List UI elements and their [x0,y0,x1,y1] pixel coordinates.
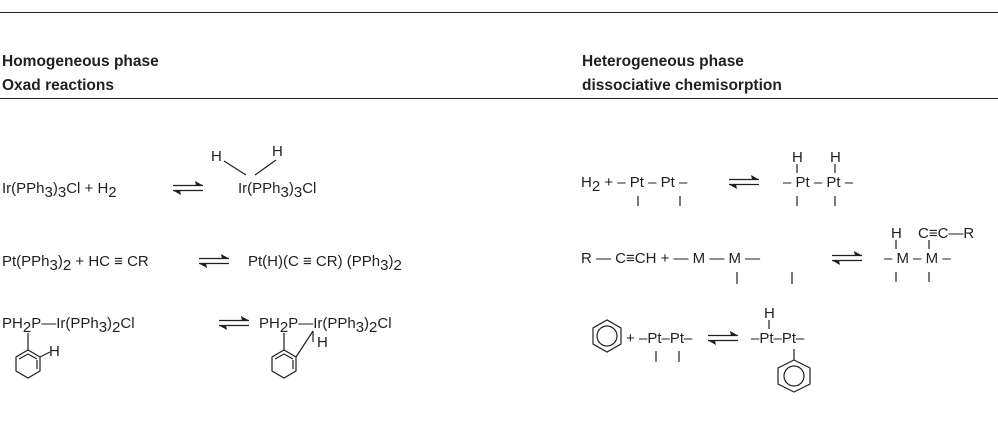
rr3-equilibrium-arrow [707,330,739,346]
r2-reactant: Pt(PPh3)2 + HC ≡ CR [2,253,149,274]
left-reaction-3: PH2P—Ir(PPh3)2Cl H PH2P—Ir(PPh3)2Cl H [2,315,392,379]
rr2-h: H [891,225,902,242]
r2-equilibrium-arrow [198,253,230,269]
r1-h-right: H [272,143,283,160]
rr2-alkyne: C≡C—R [918,225,974,242]
rr1-product: – Pt – Pt – [783,174,854,191]
r3-reactant: PH2P—Ir(PPh3)2Cl [2,315,135,336]
rr2-product: – M – M – [884,250,951,267]
right-reaction-3: + –Pt–Pt– –Pt–Pt– H [592,305,811,393]
rr1-h2: H [830,149,841,166]
rr1-equilibrium-arrow [728,174,760,190]
r1-equilibrium-arrow [172,180,204,196]
left-reaction-2: Pt(PPh3)2 + HC ≡ CR Pt(H)(C ≡ CR) (PPh3)… [2,253,402,274]
r1-product: Ir(PPh3)3Cl [238,180,316,201]
r3-equilibrium-arrow [218,315,250,331]
right-header-line2: dissociative chemisorption [582,77,782,94]
rr3-h: H [764,305,775,322]
rr1-h1: H [792,149,803,166]
top-rule [0,12,998,13]
left-column-header: Homogeneous phase Oxad reactions [2,50,159,98]
r2-product: Pt(H)(C ≡ CR) (PPh3)2 [248,253,402,274]
rr2-equilibrium-arrow [831,250,863,266]
left-header-line1: Homogeneous phase [2,53,159,70]
r1-h-left: H [211,148,222,165]
rr3-plus: + [626,330,635,347]
right-reaction-2: R — C≡CH + — M — M — – M – M – H C≡C—R [581,225,974,284]
right-header-line1: Heterogeneous phase [582,53,744,70]
left-reaction-1: Ir(PPh3)3Cl + H2 H H Ir(PPh3)3Cl [2,143,316,201]
header-rule [0,98,998,99]
rr2-reactant: R — C≡CH + — M — M — [581,250,760,267]
rr1-reactant: H2 + – Pt – Pt – [581,174,688,195]
rr3-reactant: –Pt–Pt– [639,330,693,347]
r3-product: PH2P—Ir(PPh3)2Cl [259,315,392,336]
r1-reactant: Ir(PPh3)3Cl + H2 [2,180,117,201]
left-header-line2: Oxad reactions [2,77,114,94]
rr3-product: –Pt–Pt– [751,330,805,347]
right-reaction-1: H2 + – Pt – Pt – – Pt – Pt – H H [581,149,854,206]
r3-aryl-h: H [49,343,60,360]
r3-product-h: H [317,334,328,351]
right-column-header: Heterogeneous phase dissociative chemiso… [582,50,782,98]
